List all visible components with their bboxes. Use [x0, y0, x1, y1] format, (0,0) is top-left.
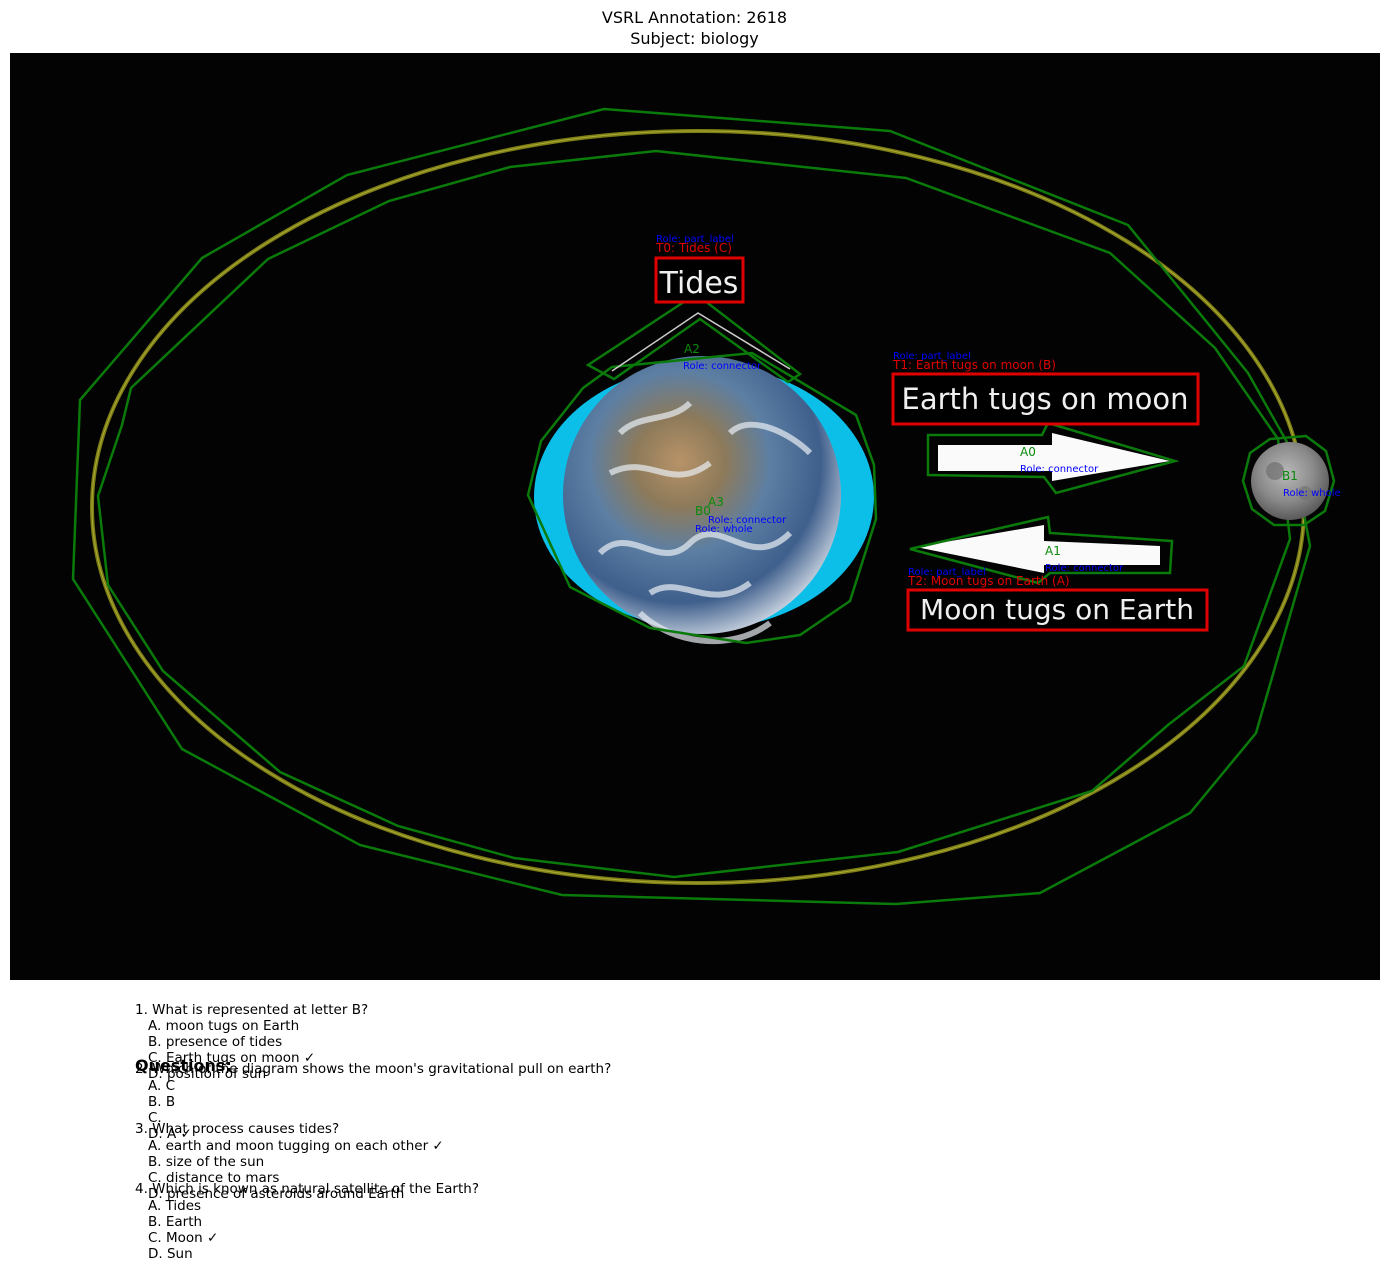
text-box-label: Moon tugs on Earth — [920, 593, 1194, 626]
blob-a3-id: A3 — [708, 495, 724, 509]
question-2-option: B. B — [148, 1094, 176, 1110]
question-1-option: D. position of sun — [148, 1066, 267, 1082]
question-3-option: A. earth and moon tugging on each other … — [148, 1138, 444, 1154]
blob-b0-id: B0 — [695, 504, 711, 518]
text-box-tides: Tides — [654, 256, 745, 304]
earth-outline-blob — [526, 351, 878, 645]
moon-crater — [1266, 462, 1284, 480]
question-1-option: A. moon tugs on Earth — [148, 1018, 300, 1034]
blob-a1-role: Role: connector — [1045, 563, 1124, 574]
earth-cloud-swirls — [597, 400, 813, 645]
question-3-option: D. presence of asteroids around Earth — [148, 1186, 405, 1202]
question-1-option: C. Earth tugs on moon ✓ — [148, 1050, 316, 1066]
blob-a1-id: A1 — [1045, 544, 1061, 558]
question-4-option: D. Sun — [148, 1246, 193, 1262]
question-1: 1. What is represented at letter B? — [135, 1002, 369, 1018]
moon-tugs-role-label: Role: part_label — [908, 567, 986, 578]
text-box-label: Tides — [659, 266, 739, 301]
question-1-option: B. presence of tides — [148, 1034, 283, 1050]
blob-a3-role: Role: connector — [708, 515, 787, 526]
subject-subtitle: Subject: biology — [630, 29, 759, 48]
blob-b1-role: Role: whole — [1283, 488, 1341, 499]
blob-b1-id: B1 — [1282, 469, 1298, 483]
orbit-inner-outline — [96, 149, 1292, 879]
moon-crater — [1298, 486, 1312, 500]
blob-a2-id: A2 — [684, 342, 700, 356]
orbit-outer-outline — [71, 107, 1312, 906]
earth-tugs-role-label: Role: part_label — [893, 351, 971, 362]
tides-connector-arrow — [611, 312, 791, 372]
moon-outline-blob — [1241, 434, 1336, 527]
question-2-option: D. A ✓ — [148, 1126, 192, 1142]
annotation-title: VSRL Annotation: 2618 — [601, 8, 788, 27]
moon-tugs-earth-arrow-blob — [909, 515, 1174, 585]
question-2: 2. Which of the diagram shows the moon's… — [135, 1061, 612, 1077]
text-box-label: Earth tugs on moon — [902, 382, 1189, 416]
question-4: 4. Which is known as natural satellite o… — [135, 1181, 479, 1197]
question-3-option: B. size of the sun — [148, 1154, 265, 1170]
blob-a0-id: A0 — [1020, 445, 1036, 459]
question-3: 3. What process causes tides? — [135, 1121, 340, 1137]
moon — [1251, 442, 1329, 520]
questions-header: Questions: — [135, 1056, 232, 1075]
blob-b0-role: Role: whole — [695, 524, 753, 535]
diagram-canvas: Tides Earth tugs on moon Moon tugs on Ea… — [10, 53, 1380, 980]
text-box-earth-tugs: Earth tugs on moon — [891, 372, 1200, 426]
question-2-option: C. — [148, 1110, 162, 1126]
blob-a0-role: Role: connector — [1020, 464, 1099, 475]
earth-tugs-moon-arrow — [938, 433, 1170, 481]
question-3-option: C. distance to mars — [148, 1170, 280, 1186]
question-2-option: A. C — [148, 1078, 176, 1094]
blob-a2-role: Role: connector — [683, 361, 762, 372]
earth-tugs-moon-arrow-blob — [926, 421, 1180, 495]
earth-tugs-caption: T1: Earth tugs on moon (B) — [892, 358, 1056, 372]
tides-caption: T0: Tides (C) — [655, 241, 732, 255]
question-4-option: C. Moon ✓ — [148, 1230, 219, 1246]
question-4-option: A. Tides — [148, 1198, 202, 1214]
question-4-option: B. Earth — [148, 1214, 203, 1230]
moon-tugs-caption: T2: Moon tugs on Earth (A) — [907, 574, 1070, 588]
tides-role-label: Role: part_label — [656, 234, 734, 245]
text-box-moon-tugs: Moon tugs on Earth — [906, 588, 1209, 632]
moon-tugs-earth-arrow — [916, 525, 1160, 573]
